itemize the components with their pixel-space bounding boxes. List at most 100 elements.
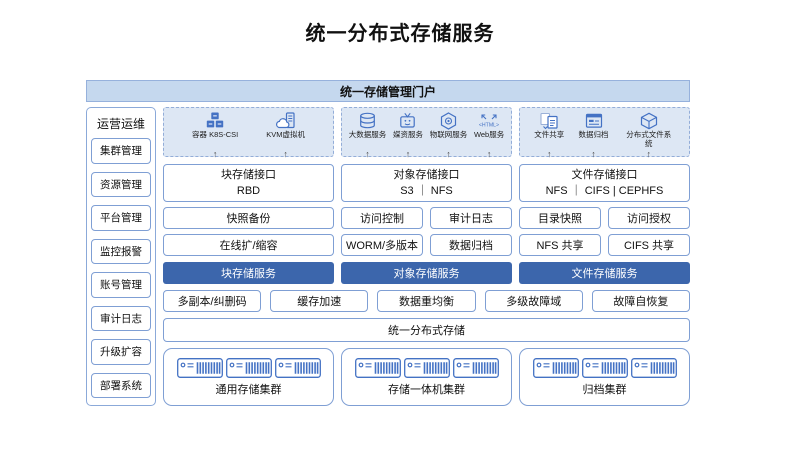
up-arrow-icon: ↑ [547, 149, 552, 159]
file-feature-row-2: NFS 共享 CIFS 共享 [519, 234, 690, 256]
up-arrow-icon: ↑ [446, 149, 451, 159]
file-interface-box: 文件存储接口 NFS ｜ CIFS | CEPHFS [519, 164, 690, 202]
platform-features-row: 多副本/纠删码 缓存加速 数据重均衡 多级故障域 故障自恢复 [163, 290, 691, 312]
storage-server-icon [176, 357, 223, 378]
feature-box-audit-log: 审计日志 [430, 207, 512, 229]
web-html-icon: <HTML> [478, 112, 500, 130]
up-arrow-icon: ↑ [591, 149, 596, 159]
storage-server-icon [403, 357, 450, 378]
svg-text:<HTML>: <HTML> [479, 123, 499, 129]
icon-label: KVM虚拟机 [266, 130, 305, 139]
block-feature-row-2: 在线扩/缩容 [163, 234, 334, 256]
sidebar-item-deploy-system: 部署系统 [91, 372, 151, 398]
icon-label: 大数据服务 [348, 130, 387, 139]
storage-server-icon [354, 357, 401, 378]
consumer-kvm-vm: KVM虚拟机 ↑ [266, 112, 305, 159]
main-area: 容器 K8S-CSI ↑ KVM虚拟机 [163, 107, 691, 406]
container-k8s-icon [205, 112, 225, 130]
feature-box-rebalance: 数据重均衡 [377, 290, 476, 312]
up-arrow-icon: ↑ [212, 149, 218, 159]
distributed-fs-icon [639, 112, 659, 130]
sidebar-item-resource-mgmt: 资源管理 [91, 171, 151, 197]
consumer-web: <HTML> Web服务 ↑ [473, 112, 505, 159]
sidebar-item-account-mgmt: 账号管理 [91, 272, 151, 298]
sidebar-item-cluster-mgmt: 集群管理 [91, 138, 151, 164]
cluster-label: 通用存储集群 [215, 383, 282, 396]
data-archive-icon [584, 112, 604, 130]
interface-protocols: RBD [236, 185, 261, 197]
file-service-bar: 文件存储服务 [519, 262, 690, 284]
sidebar-item-upgrade-expand: 升级扩容 [91, 339, 151, 365]
consumer-container-k8s: 容器 K8S-CSI ↑ [191, 112, 239, 159]
storage-server-icon [452, 357, 499, 378]
up-arrow-icon: ↑ [283, 149, 288, 159]
bigdata-icon [358, 112, 377, 130]
block-feature-row-1: 快照备份 [163, 207, 334, 229]
icon-label: 容器 K8S-CSI [191, 130, 239, 139]
icon-label: 物联网服务 [429, 130, 468, 139]
server-icons [532, 357, 677, 378]
diagram-body: 运营运维 集群管理 资源管理 平台管理 监控报警 账号管理 审计日志 升级扩容 … [86, 107, 691, 406]
interface-title: 对象存储接口 [393, 168, 460, 181]
sidebar-item-audit-log: 审计日志 [91, 305, 151, 331]
object-service-bar: 对象存储服务 [341, 262, 512, 284]
up-arrow-icon: ↑ [646, 149, 652, 159]
server-icons [354, 357, 499, 378]
interface-title: 块存储接口 [221, 168, 276, 181]
feature-box-cache-accel: 缓存加速 [270, 290, 369, 312]
consumer-iot: 物联网服务 ↑ [429, 112, 468, 159]
sidebar-item-monitor-alarm: 监控报警 [91, 238, 151, 264]
object-feature-row-1: 访问控制 审计日志 [341, 207, 512, 229]
feature-box-access-control: 访问控制 [341, 207, 423, 229]
unified-storage-bar: 统一分布式存储 [163, 318, 690, 342]
file-storage-column: 文件共享 ↑ [519, 107, 690, 284]
file-consumers-panel: 文件共享 ↑ [519, 107, 690, 159]
feature-box-failure-domain: 多级故障域 [484, 290, 583, 312]
ops-sidebar: 运营运维 集群管理 资源管理 平台管理 监控报警 账号管理 审计日志 升级扩容 … [86, 107, 156, 406]
file-feature-row-1: 目录快照 访问授权 [519, 207, 690, 229]
consumer-data-archive: 数据归档 ↑ [579, 112, 609, 159]
media-icon [398, 112, 417, 130]
object-storage-column: 大数据服务 ↑ [341, 107, 512, 284]
feature-box-access-auth: 访问授权 [608, 207, 690, 229]
up-arrow-icon: ↑ [405, 149, 411, 159]
object-consumers-panel: 大数据服务 ↑ [341, 107, 512, 159]
feature-box-online-resize: 在线扩/缩容 [163, 234, 334, 256]
icon-label: 分布式文件系统 [626, 130, 672, 148]
feature-box-cifs-share: CIFS 共享 [608, 234, 690, 256]
sidebar-item-platform-mgmt: 平台管理 [91, 205, 151, 231]
block-storage-column: 容器 K8S-CSI ↑ KVM虚拟机 [163, 107, 334, 284]
icon-label: 文件共享 [534, 130, 565, 139]
block-consumers-panel: 容器 K8S-CSI ↑ KVM虚拟机 [163, 107, 334, 159]
consumer-file-share: 文件共享 ↑ [534, 112, 565, 159]
feature-box-data-archive: 数据归档 [430, 234, 512, 256]
sidebar-title: 运营运维 [96, 117, 145, 131]
cluster-general-storage: 通用存储集群 [163, 348, 334, 406]
kvm-vm-icon [275, 112, 296, 130]
file-share-icon [539, 112, 559, 130]
cluster-label: 存储一体机集群 [388, 383, 465, 396]
iot-icon [439, 112, 458, 130]
feature-box-dir-snapshot: 目录快照 [519, 207, 601, 229]
feature-box-nfs-share: NFS 共享 [519, 234, 601, 256]
up-arrow-icon: ↑ [365, 149, 370, 159]
object-feature-row-2: WORM/多版本 数据归档 [341, 234, 512, 256]
icon-label: 媒资服务 [392, 130, 423, 139]
up-arrow-icon: ↑ [486, 149, 492, 159]
object-interface-box: 对象存储接口 S3 ｜ NFS [341, 164, 512, 202]
feature-box-replica-ec: 多副本/纠删码 [163, 290, 262, 312]
server-icons [176, 357, 321, 378]
clusters-row: 通用存储集群 存储一体机集群 [163, 348, 690, 406]
block-service-bar: 块存储服务 [163, 262, 334, 284]
storage-columns: 容器 K8S-CSI ↑ KVM虚拟机 [163, 107, 690, 284]
interface-protocols: NFS ｜ CIFS | CEPHFS [545, 185, 664, 197]
icon-label: Web服务 [473, 130, 505, 139]
portal-header: 统一存储管理门户 [86, 80, 690, 102]
feature-box-self-heal: 故障自恢复 [591, 290, 691, 312]
cluster-storage-appliance: 存储一体机集群 [341, 348, 512, 406]
consumer-media: 媒资服务 ↑ [392, 112, 423, 159]
storage-server-icon [225, 357, 272, 378]
storage-architecture-diagram: 统一存储管理门户 运营运维 集群管理 资源管理 平台管理 监控报警 账号管理 审… [86, 80, 691, 406]
consumer-distributed-fs: 分布式文件系统 ↑ [623, 112, 675, 159]
cluster-label: 归档集群 [582, 383, 627, 396]
